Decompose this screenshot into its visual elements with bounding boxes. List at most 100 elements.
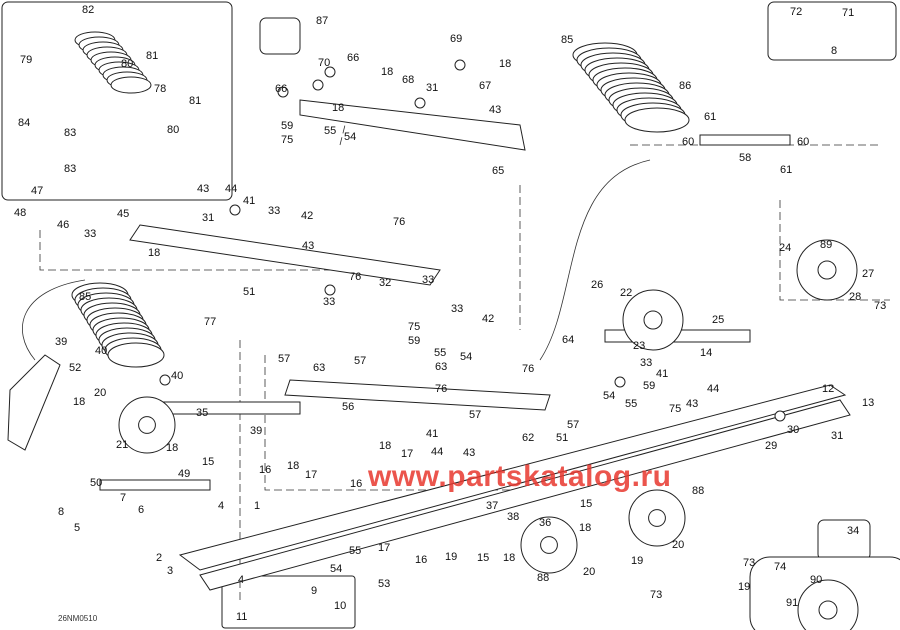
- part-callout-80[interactable]: 80: [167, 124, 180, 136]
- part-callout-75[interactable]: 75: [281, 134, 294, 146]
- part-callout-75[interactable]: 75: [669, 403, 682, 415]
- part-callout-73[interactable]: 73: [650, 589, 663, 601]
- part-callout-27[interactable]: 27: [862, 268, 875, 280]
- part-callout-61[interactable]: 61: [704, 111, 717, 123]
- part-callout-16[interactable]: 16: [350, 478, 363, 490]
- part-callout-55[interactable]: 55: [434, 347, 447, 359]
- part-callout-31[interactable]: 31: [426, 82, 439, 94]
- part-callout-43[interactable]: 43: [197, 183, 210, 195]
- part-callout-18[interactable]: 18: [332, 102, 345, 114]
- part-callout-80[interactable]: 80: [121, 58, 134, 70]
- part-callout-70[interactable]: 70: [318, 57, 331, 69]
- part-callout-16[interactable]: 16: [415, 554, 428, 566]
- part-callout-26[interactable]: 26: [591, 279, 604, 291]
- part-callout-64[interactable]: 64: [562, 334, 575, 346]
- part-callout-43[interactable]: 43: [463, 447, 476, 459]
- part-callout-38[interactable]: 38: [507, 511, 520, 523]
- part-callout-69[interactable]: 69: [450, 33, 463, 45]
- part-callout-82[interactable]: 82: [82, 4, 95, 16]
- part-callout-17[interactable]: 17: [305, 469, 318, 481]
- part-callout-56[interactable]: 56: [342, 401, 355, 413]
- part-callout-54[interactable]: 54: [344, 131, 357, 143]
- part-callout-55[interactable]: 55: [625, 398, 638, 410]
- part-callout-73[interactable]: 73: [874, 300, 887, 312]
- part-callout-55[interactable]: 55: [349, 545, 362, 557]
- part-callout-46[interactable]: 46: [57, 219, 70, 231]
- part-callout-10[interactable]: 10: [334, 600, 347, 612]
- part-callout-4[interactable]: 4: [238, 574, 245, 586]
- part-callout-58[interactable]: 58: [739, 152, 752, 164]
- part-callout-7[interactable]: 7: [120, 492, 127, 504]
- part-callout-51[interactable]: 51: [243, 286, 256, 298]
- part-callout-66[interactable]: 66: [275, 83, 288, 95]
- part-callout-16[interactable]: 16: [259, 464, 272, 476]
- part-callout-42[interactable]: 42: [482, 313, 495, 325]
- part-callout-40[interactable]: 40: [171, 370, 184, 382]
- part-callout-2[interactable]: 2: [156, 552, 163, 564]
- part-callout-53[interactable]: 53: [378, 578, 391, 590]
- part-callout-44[interactable]: 44: [707, 383, 720, 395]
- part-callout-44[interactable]: 44: [225, 183, 238, 195]
- part-callout-19[interactable]: 19: [738, 581, 751, 593]
- part-callout-59[interactable]: 59: [643, 380, 656, 392]
- part-callout-18[interactable]: 18: [579, 522, 592, 534]
- part-callout-8[interactable]: 8: [831, 45, 838, 57]
- part-callout-25[interactable]: 25: [712, 314, 725, 326]
- part-callout-33[interactable]: 33: [268, 205, 281, 217]
- part-callout-17[interactable]: 17: [378, 542, 391, 554]
- part-callout-17[interactable]: 17: [401, 448, 414, 460]
- part-callout-3[interactable]: 3: [167, 565, 174, 577]
- part-callout-43[interactable]: 43: [302, 240, 315, 252]
- part-callout-49[interactable]: 49: [178, 468, 191, 480]
- part-callout-83[interactable]: 83: [64, 163, 77, 175]
- part-callout-33[interactable]: 33: [84, 228, 97, 240]
- part-callout-21[interactable]: 21: [116, 439, 129, 451]
- part-callout-29[interactable]: 29: [765, 440, 778, 452]
- part-callout-33[interactable]: 33: [422, 274, 435, 286]
- part-callout-34[interactable]: 34: [847, 525, 860, 537]
- part-callout-32[interactable]: 32: [379, 277, 392, 289]
- part-callout-41[interactable]: 41: [656, 368, 669, 380]
- part-callout-75[interactable]: 75: [408, 321, 421, 333]
- part-callout-57[interactable]: 57: [354, 355, 367, 367]
- part-callout-57[interactable]: 57: [567, 419, 580, 431]
- part-callout-20[interactable]: 20: [94, 387, 107, 399]
- part-callout-76[interactable]: 76: [435, 383, 448, 395]
- part-callout-24[interactable]: 24: [779, 242, 792, 254]
- part-callout-18[interactable]: 18: [381, 66, 394, 78]
- part-callout-63[interactable]: 63: [435, 361, 448, 373]
- part-callout-30[interactable]: 30: [787, 424, 800, 436]
- part-callout-77[interactable]: 77: [204, 316, 217, 328]
- part-callout-43[interactable]: 43: [686, 398, 699, 410]
- part-callout-22[interactable]: 22: [620, 287, 633, 299]
- part-callout-15[interactable]: 15: [477, 552, 490, 564]
- part-callout-54[interactable]: 54: [460, 351, 473, 363]
- part-callout-55[interactable]: 55: [324, 125, 337, 137]
- part-callout-18[interactable]: 18: [499, 58, 512, 70]
- part-callout-19[interactable]: 19: [631, 555, 644, 567]
- part-callout-1[interactable]: 1: [254, 500, 261, 512]
- part-callout-66[interactable]: 66: [347, 52, 360, 64]
- part-callout-42[interactable]: 42: [301, 210, 314, 222]
- part-callout-4[interactable]: 4: [218, 500, 225, 512]
- part-callout-60[interactable]: 60: [797, 136, 810, 148]
- part-callout-54[interactable]: 54: [330, 563, 343, 575]
- part-callout-85[interactable]: 85: [561, 34, 574, 46]
- part-callout-51[interactable]: 51: [556, 432, 569, 444]
- part-callout-73[interactable]: 73: [743, 557, 756, 569]
- part-callout-78[interactable]: 78: [154, 83, 167, 95]
- part-callout-68[interactable]: 68: [402, 74, 415, 86]
- part-callout-33[interactable]: 33: [451, 303, 464, 315]
- part-callout-76[interactable]: 76: [522, 363, 535, 375]
- part-callout-47[interactable]: 47: [31, 185, 44, 197]
- part-callout-41[interactable]: 41: [426, 428, 439, 440]
- part-callout-40[interactable]: 40: [95, 345, 108, 357]
- part-callout-76[interactable]: 76: [349, 271, 362, 283]
- part-callout-88[interactable]: 88: [537, 572, 550, 584]
- part-callout-71[interactable]: 71: [842, 7, 855, 19]
- part-callout-44[interactable]: 44: [431, 446, 444, 458]
- part-callout-72[interactable]: 72: [790, 6, 803, 18]
- part-callout-11[interactable]: 11: [236, 611, 248, 623]
- part-callout-45[interactable]: 45: [117, 208, 130, 220]
- part-callout-76[interactable]: 76: [393, 216, 406, 228]
